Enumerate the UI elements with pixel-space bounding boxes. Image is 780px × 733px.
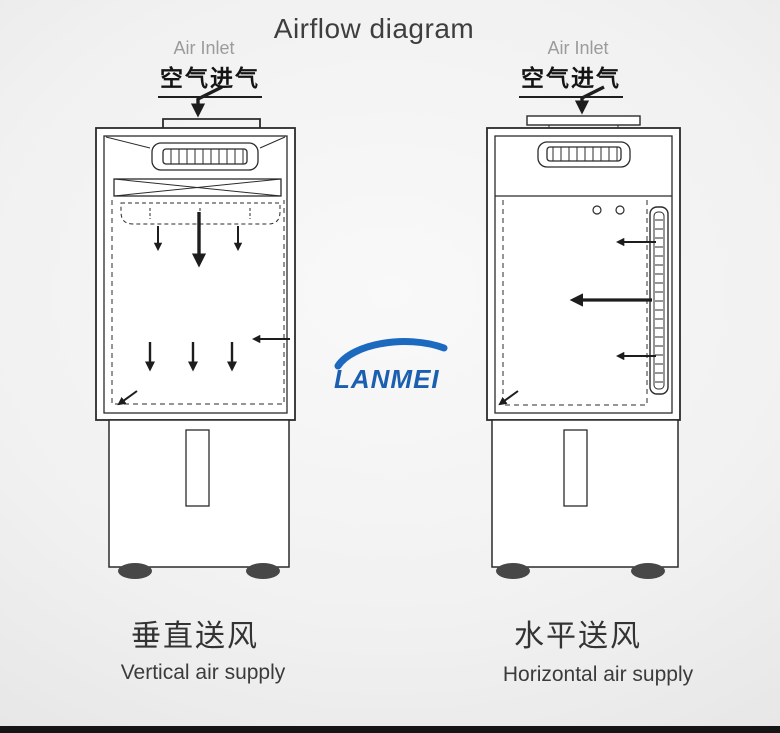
logo-swoosh (334, 338, 448, 370)
inlet-arrow (190, 85, 223, 118)
left-foot (118, 563, 152, 579)
horizontal-unit-airflow-arrows (498, 85, 656, 406)
inlet-grille (537, 141, 631, 168)
right-foot (246, 563, 280, 579)
unit-base (491, 419, 679, 568)
vertical-caption-zh: 垂直送风 (131, 620, 259, 653)
horizontal-air-inlet-label-zh-wrap: 空气进气 (471, 59, 671, 98)
inlet-arrow (574, 85, 605, 115)
right-foot (631, 563, 665, 579)
base-column (563, 429, 588, 507)
work-chamber-outline (111, 200, 285, 405)
logo-text: LANMEI (334, 364, 440, 394)
vertical-unit-airflow-arrows (117, 85, 290, 406)
fan-filter-section (113, 178, 282, 197)
unit-base (108, 419, 290, 568)
vertical-air-inlet-label-zh: 空气进气 (158, 59, 262, 98)
top-lid (526, 115, 641, 126)
vertical-unit-drawing (95, 118, 296, 579)
control-knob (615, 205, 625, 215)
vertical-caption-en: Vertical air supply (120, 661, 286, 684)
vertical-air-inlet-label-zh-wrap: 空气进气 (110, 59, 310, 98)
work-chamber-outline (502, 200, 648, 406)
horizontal-air-inlet-label-en: Air Inlet (547, 38, 609, 58)
horizontal-caption-zh: 水平送风 (514, 620, 642, 653)
horizontal-air-inlet-label-zh: 空气进气 (519, 59, 623, 98)
base-column (185, 429, 210, 507)
inlet-grille (151, 142, 259, 171)
control-knob (592, 205, 602, 215)
lanmei-logo: LANMEI (334, 338, 448, 394)
page-title: Airflow diagram (273, 13, 475, 44)
horizontal-unit-drawing (486, 115, 681, 579)
vertical-air-inlet-label-en: Air Inlet (173, 38, 235, 58)
inlet-collar (162, 118, 261, 128)
left-foot (496, 563, 530, 579)
bottom-edge-bar (0, 726, 780, 733)
horizontal-caption-en: Horizontal air supply (502, 663, 694, 686)
